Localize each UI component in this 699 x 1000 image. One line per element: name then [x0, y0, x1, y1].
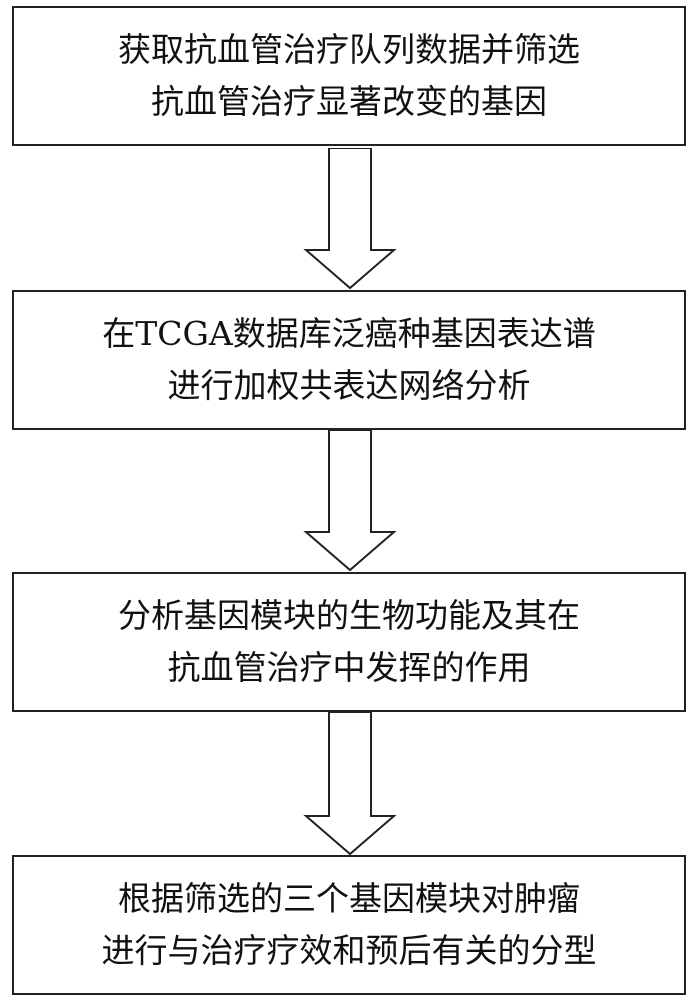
step-1-box: 获取抗血管治疗队列数据并筛选 抗血管治疗显著改变的基因: [12, 6, 686, 146]
step-3-line-2: 抗血管治疗中发挥的作用: [167, 648, 531, 687]
step-4-line-1: 根据筛选的三个基因模块对肿瘤: [118, 879, 580, 918]
arrow-down-icon: [303, 430, 397, 572]
arrow-down-icon: [303, 148, 397, 290]
step-3-box: 分析基因模块的生物功能及其在 抗血管治疗中发挥的作用: [12, 572, 686, 712]
arrow-down-icon: [303, 712, 397, 856]
step-4-box: 根据筛选的三个基因模块对肿瘤 进行与治疗疗效和预后有关的分型: [12, 855, 686, 995]
step-1-line-1: 获取抗血管治疗队列数据并筛选: [118, 30, 580, 69]
step-2-line-1: 在TCGA数据库泛癌种基因表达谱: [102, 314, 596, 353]
step-1-line-2: 抗血管治疗显著改变的基因: [151, 82, 547, 121]
step-4-line-2: 进行与治疗疗效和预后有关的分型: [101, 931, 597, 970]
step-3-line-1: 分析基因模块的生物功能及其在: [118, 596, 580, 635]
step-2-box: 在TCGA数据库泛癌种基因表达谱 进行加权共表达网络分析: [12, 290, 686, 430]
step-2-line-2: 进行加权共表达网络分析: [167, 366, 531, 405]
